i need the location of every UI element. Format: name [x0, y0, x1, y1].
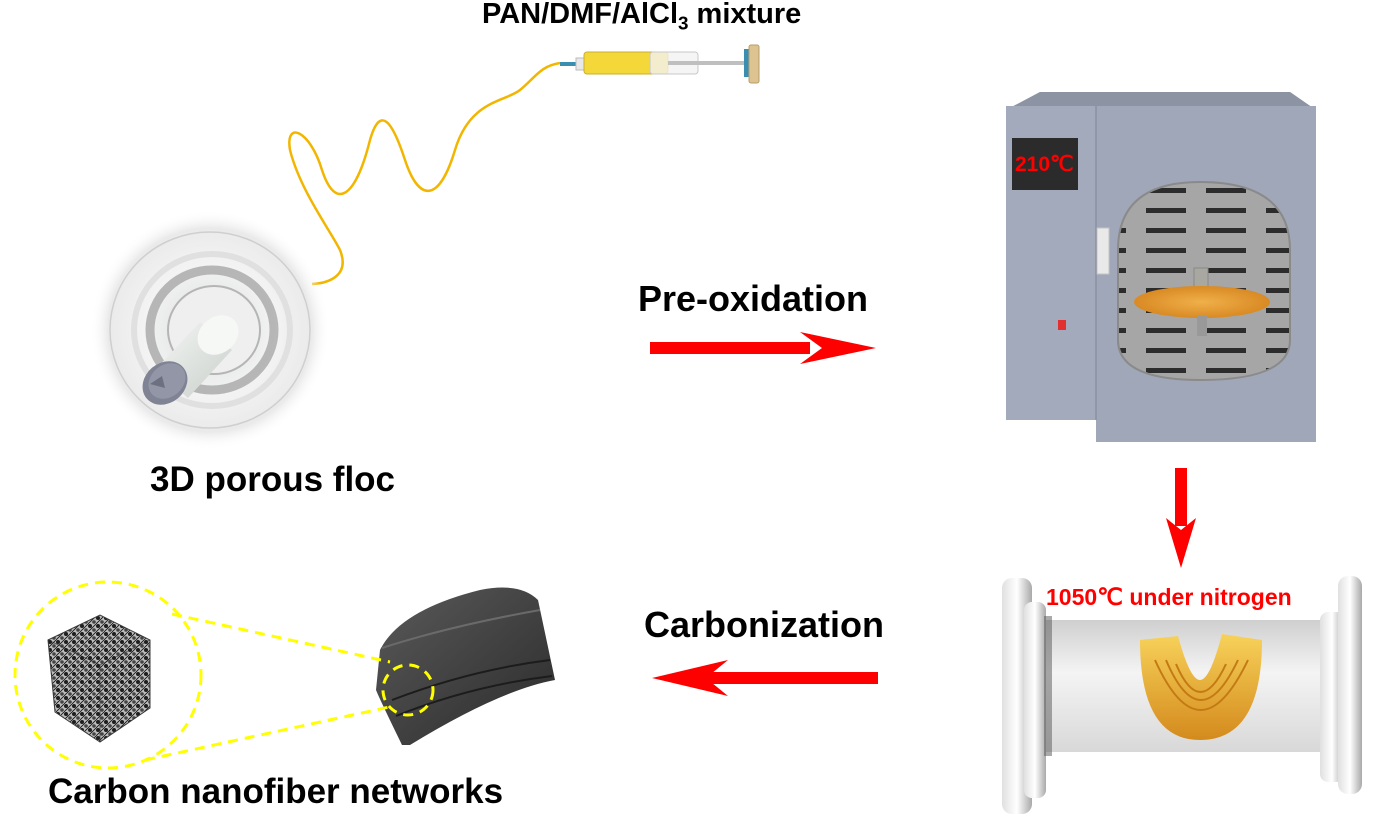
zoom-target-circle	[13, 580, 203, 770]
pre-oxidation-arrow	[650, 332, 876, 364]
nanofiber-network-cube	[47, 614, 151, 743]
precursor-label-subscript: 3	[678, 12, 689, 34]
pre-oxidation-label: Pre-oxidation	[638, 278, 869, 319]
zoom-source-circle	[381, 663, 435, 717]
carbon-sample-icon	[376, 587, 555, 745]
syringe-icon	[560, 44, 760, 84]
carbonization-arrow	[652, 660, 878, 696]
furnace-condition-label: 1050℃ under nitrogen	[1046, 584, 1292, 610]
tube-furnace-icon	[1002, 576, 1362, 814]
precursor-label-main: PAN/DMF/AlCl	[482, 0, 679, 30]
product-label: Carbon nanofiber networks	[48, 772, 504, 811]
collector-spool-icon	[90, 210, 330, 450]
precursor-label: PAN/DMF/AlCl3 mixture	[482, 0, 801, 35]
floc-label: 3D porous floc	[150, 460, 396, 499]
oven-icon	[1006, 92, 1316, 442]
transfer-arrow-down	[1166, 468, 1196, 568]
zoom-callout	[13, 580, 435, 770]
precursor-fiber-mat	[1134, 286, 1270, 318]
oven-temperature-display: 210℃	[1015, 153, 1074, 176]
fiber-jet	[288, 61, 561, 286]
precursor-label-tail: mixture	[688, 0, 802, 30]
carbonization-label: Carbonization	[644, 604, 884, 645]
carbonizing-fiber-mat	[1140, 634, 1262, 740]
